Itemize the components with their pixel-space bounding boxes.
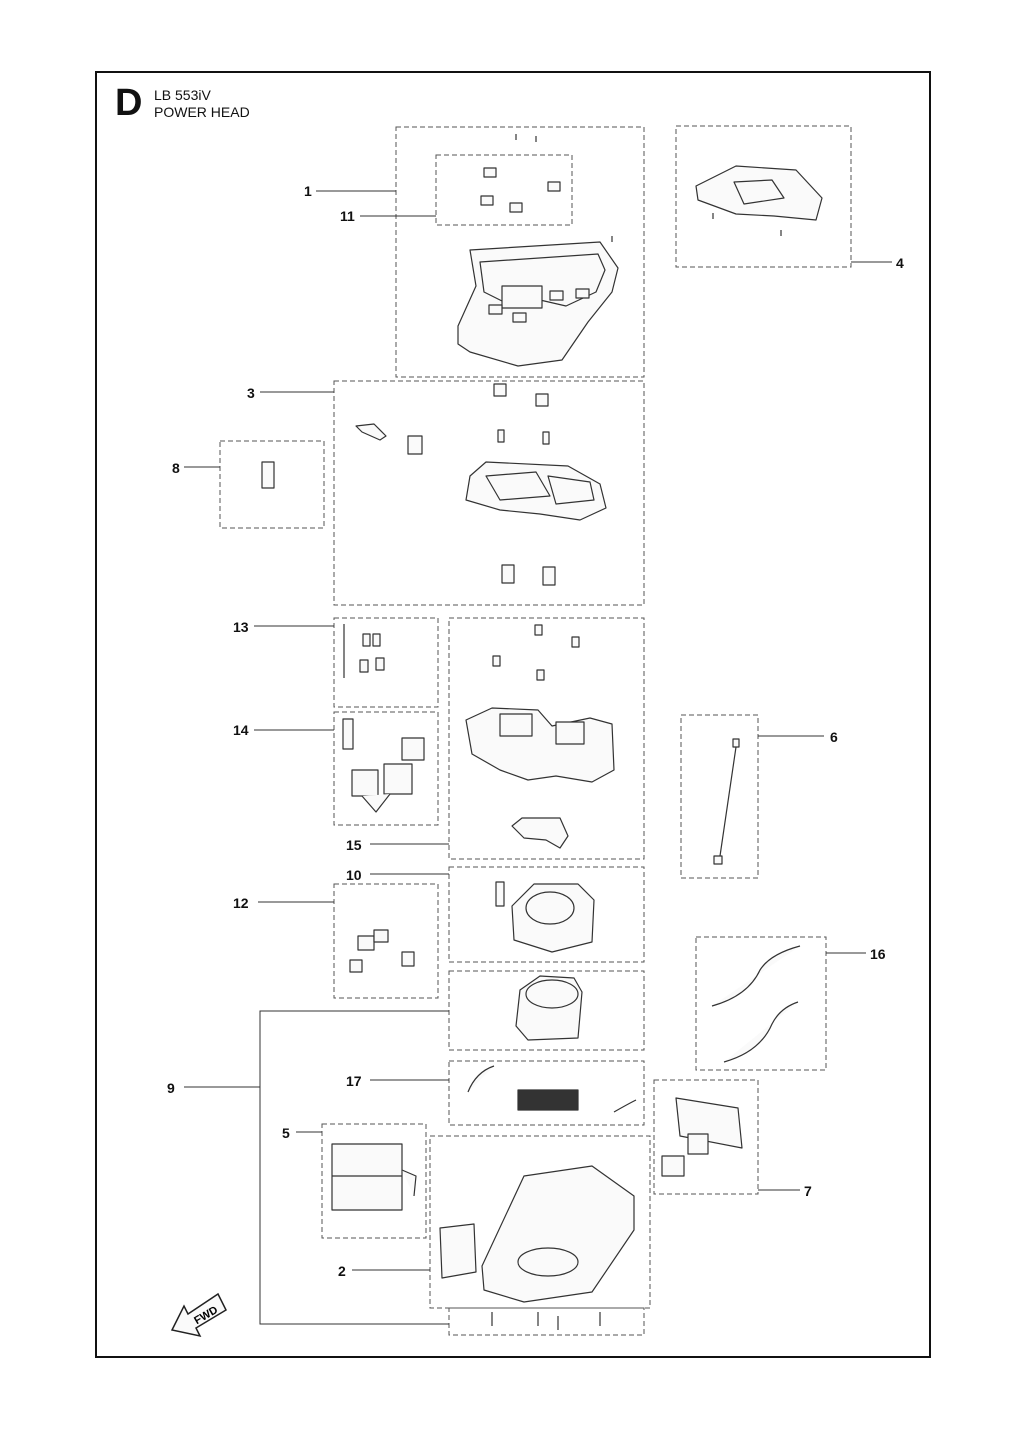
callout-3: 3 [247, 385, 255, 401]
fwd-arrow-icon [170, 1292, 227, 1338]
clip-part-8 [261, 461, 275, 489]
group-box-17 [448, 1060, 645, 1126]
fastener-kit-13 [343, 624, 385, 678]
seal-strips-17 [467, 1065, 637, 1113]
callout-12: 12 [233, 895, 249, 911]
section-letter: D [115, 82, 143, 124]
group-box-screws [448, 1307, 645, 1336]
leader-bracket-9 [259, 1010, 449, 1325]
group-box-16 [695, 936, 827, 1071]
group-box-7 [653, 1079, 759, 1195]
inner-frame-part [355, 383, 607, 586]
switch-assembly-12 [349, 929, 415, 973]
cable-part-6 [713, 738, 740, 865]
group-box-14 [333, 711, 439, 826]
group-box-13 [333, 617, 439, 708]
callout-10: 10 [346, 867, 362, 883]
callout-6: 6 [830, 729, 838, 745]
callout-4: 4 [896, 255, 904, 271]
group-box-8 [219, 440, 325, 529]
button-pad-parts [480, 167, 561, 213]
group-box-5 [321, 1123, 427, 1239]
diagram-frame [95, 71, 931, 1358]
callout-8: 8 [172, 460, 180, 476]
section-title: POWER HEAD [154, 104, 250, 120]
top-lid-part [695, 165, 823, 236]
group-box-3 [333, 380, 645, 606]
callout-14: 14 [233, 722, 249, 738]
cable-set-16 [711, 945, 801, 1063]
filter-fan-kit-14 [342, 718, 425, 813]
battery-pack-5 [331, 1143, 417, 1211]
base-housing-2 [439, 1165, 635, 1303]
model-name: LB 553iV [154, 87, 211, 103]
callout-1: 1 [304, 183, 312, 199]
group-box-10 [448, 866, 645, 963]
group-box-12 [333, 883, 439, 999]
callout-2: 2 [338, 1263, 346, 1279]
group-box-15 [448, 617, 645, 860]
callout-15: 15 [346, 837, 362, 853]
motor-housing-10 [495, 881, 595, 953]
group-box-11 [435, 154, 573, 226]
top-cover-part [457, 134, 619, 367]
group-box-1 [395, 126, 645, 378]
group-box-2 [429, 1135, 651, 1309]
group-box-4 [675, 125, 852, 268]
grille-part-7 [661, 1097, 743, 1177]
callout-5: 5 [282, 1125, 290, 1141]
motor-part-9 [515, 975, 583, 1041]
callout-7: 7 [804, 1183, 812, 1199]
callout-17: 17 [346, 1073, 362, 1089]
screws [491, 1312, 601, 1330]
battery-housing-15 [465, 624, 615, 849]
callout-16: 16 [870, 946, 886, 962]
callout-9: 9 [167, 1080, 175, 1096]
callout-11: 11 [340, 208, 355, 224]
group-box-6 [680, 714, 759, 879]
callout-13: 13 [233, 619, 249, 635]
